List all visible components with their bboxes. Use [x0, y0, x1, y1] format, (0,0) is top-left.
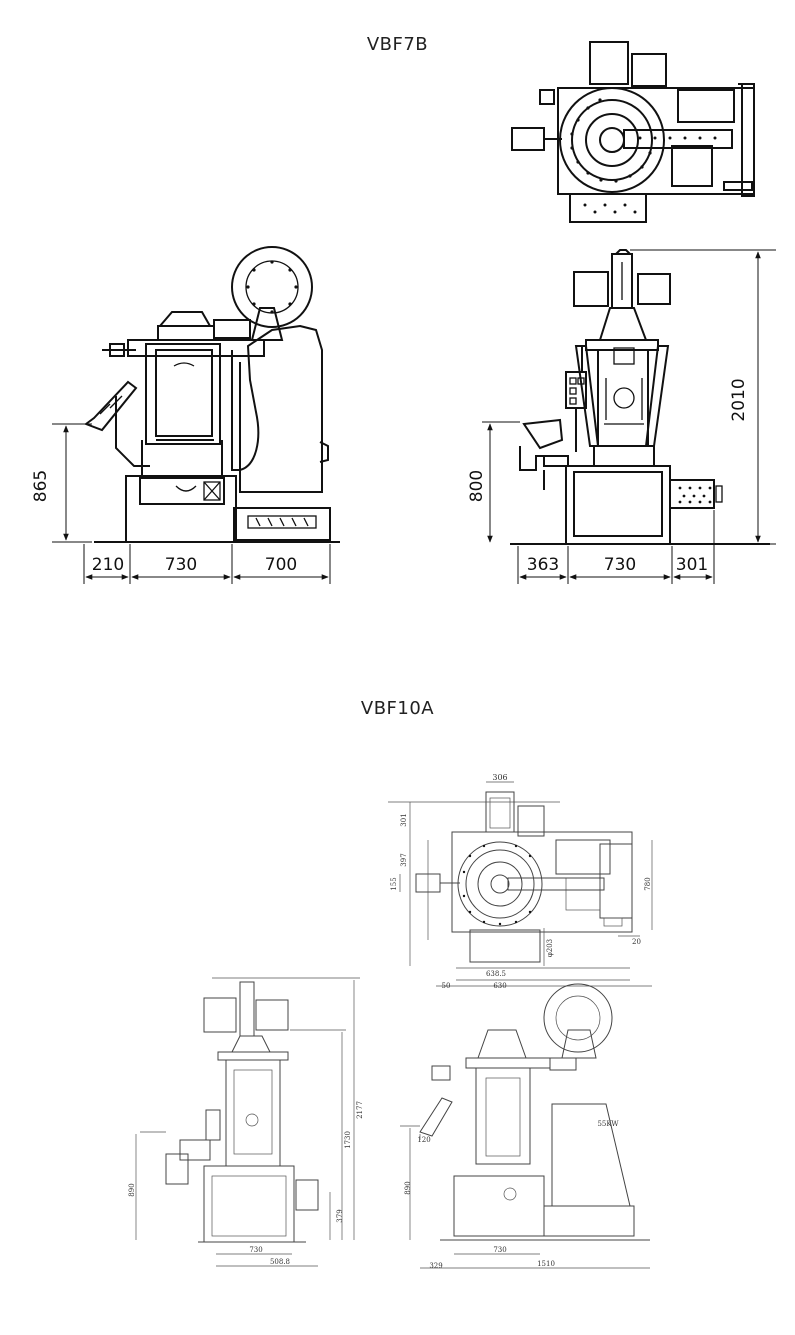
vbf10a-right-view: 890 120 55KW 730 329 1510: [400, 983, 650, 1270]
vbf7b-side-view-left: [83, 246, 340, 543]
vbf7b-width-b-label: 730: [165, 555, 197, 575]
vbf7b-width-c-label: 700: [265, 555, 297, 575]
vbf7b-right-dimensions: 800 2010 363 730 301: [467, 249, 776, 584]
vbf7b-top-view: [511, 41, 755, 223]
model-title-vbf7b: VBF7B: [366, 34, 429, 55]
vbf7b-left-dimensions: 865 210 730 700: [31, 423, 331, 584]
vbf10a-left-w2-label: 508.8: [270, 1258, 290, 1266]
vbf10a-top-view: 306 301 397 155 780 φ203 20 638.5 50 630: [388, 773, 653, 990]
vbf10a-left-view: 2177 1730 890 379 730 508.8: [128, 977, 364, 1267]
vbf10a-left-h1-label: 2177: [356, 1101, 364, 1119]
vbf10a-right-h-label: 890: [404, 1181, 412, 1194]
vbf10a-top-right-label: 780: [644, 877, 652, 890]
vbf10a-top-h2-label: 397: [400, 853, 408, 866]
vbf7b-height-left-label: 865: [31, 470, 51, 502]
vbf10a-top-width-label: 306: [492, 773, 507, 782]
vbf10a-right-w2-label: 329: [429, 1262, 442, 1270]
vbf7b-height-total-label: 2010: [729, 378, 749, 421]
vbf10a-top-side-label: 155: [390, 877, 398, 890]
vbf10a-top-b3-label: 630: [493, 982, 506, 990]
vbf10a-top-h1-label: 301: [400, 813, 408, 826]
vbf10a-right-side-label: 120: [417, 1136, 430, 1144]
vbf10a-right-w1-label: 730: [493, 1246, 506, 1254]
vbf7b-width-a-label: 210: [92, 555, 124, 575]
vbf10a-top-dia-label: φ203: [546, 939, 554, 957]
vbf10a-left-h3-label: 890: [128, 1183, 136, 1196]
vbf10a-top-b2-label: 50: [442, 982, 451, 990]
vbf10a-top-offset-label: 20: [632, 938, 641, 946]
vbf7b-height-right-label: 800: [467, 470, 487, 502]
vbf10a-left-h4-label: 379: [336, 1209, 344, 1222]
vbf10a-right-w3-label: 1510: [537, 1260, 555, 1268]
vbf10a-left-h2-label: 1730: [344, 1131, 352, 1149]
vbf10a-left-w1-label: 730: [249, 1246, 262, 1254]
vbf7b-width-d-label: 363: [527, 555, 559, 575]
model-title-vbf10a: VBF10A: [360, 698, 435, 719]
vbf10a-right-motor-label: 55KW: [597, 1120, 619, 1128]
vbf10a-top-b1-label: 638.5: [486, 970, 506, 978]
vbf7b-width-f-label: 301: [676, 555, 708, 575]
vbf7b-front-view-right: [510, 249, 770, 545]
vbf7b-width-e-label: 730: [604, 555, 636, 575]
